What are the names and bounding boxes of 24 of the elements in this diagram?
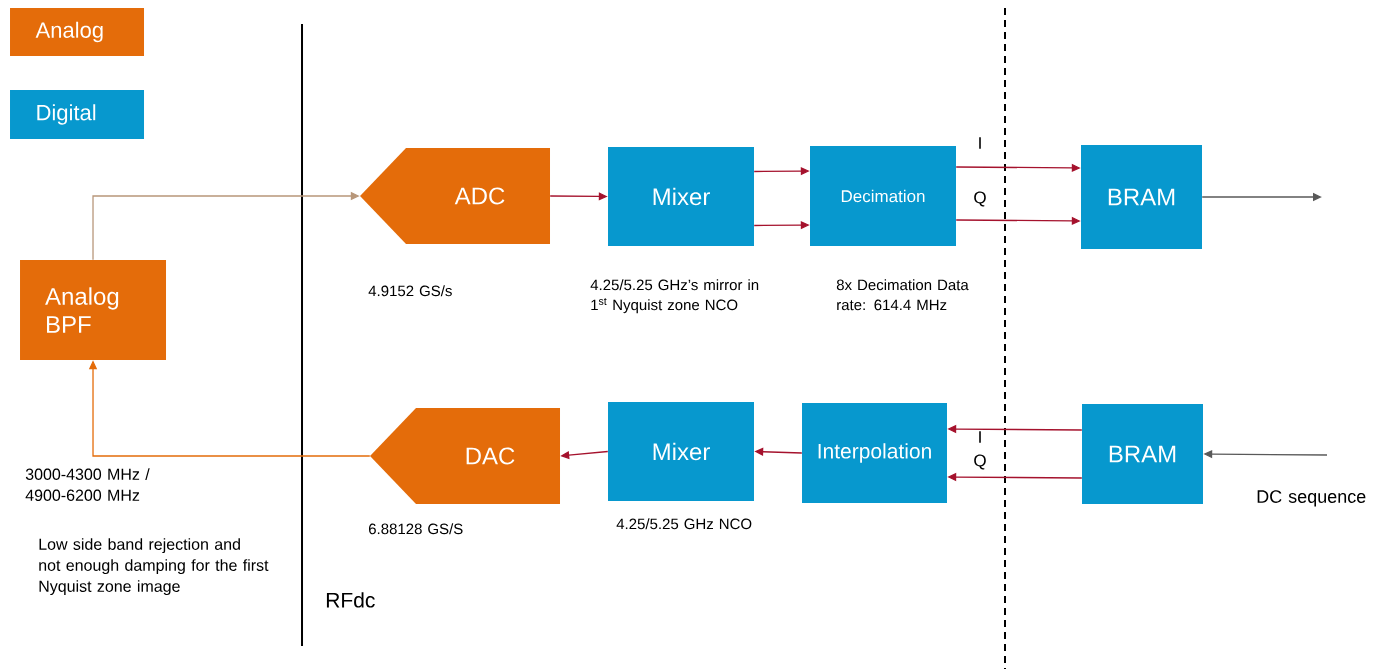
- edge-label: Q: [972, 190, 988, 208]
- process-box: Mixer: [608, 147, 754, 246]
- input-label: DC sequence: [1257, 490, 1366, 507]
- process-box: Decimation: [810, 146, 956, 246]
- process-box: Mixer: [608, 402, 754, 501]
- legend-item: Analog: [10, 8, 144, 56]
- edge-label: I: [976, 430, 984, 444]
- process-box: BRAM: [1081, 145, 1202, 249]
- process-box: BRAM: [1082, 404, 1203, 504]
- annotation-text: 4.25/5.25 GHz NCO: [616, 518, 752, 530]
- annotation-text: 6.88128 GS/S: [369, 523, 463, 535]
- edge-label: Q: [972, 453, 988, 471]
- converter-block: DAC: [370, 408, 560, 504]
- process-box: Interpolation: [802, 403, 947, 503]
- converter-block: ADC: [360, 148, 550, 244]
- section-label: RFdc: [326, 592, 375, 608]
- annotation-text: 4.9152 GS/s: [368, 285, 452, 297]
- process-box: Analog BPF: [20, 260, 166, 360]
- annotation-text: 8x Decimation Data rate: 614.4 MHz: [836, 279, 969, 311]
- note-text: Low side band rejection and not enough damping for the first Nyquist zone image: [39, 538, 269, 596]
- edge-label: I: [976, 136, 984, 150]
- note-text: 3000-4300 MHz / 4900-6200 MHz: [25, 468, 150, 501]
- legend-item: Digital: [10, 90, 144, 139]
- annotation-text: 4.25/5.25 GHz’s mirror in 1$^{st}$ Nyquist zone NCO: [590, 279, 759, 314]
